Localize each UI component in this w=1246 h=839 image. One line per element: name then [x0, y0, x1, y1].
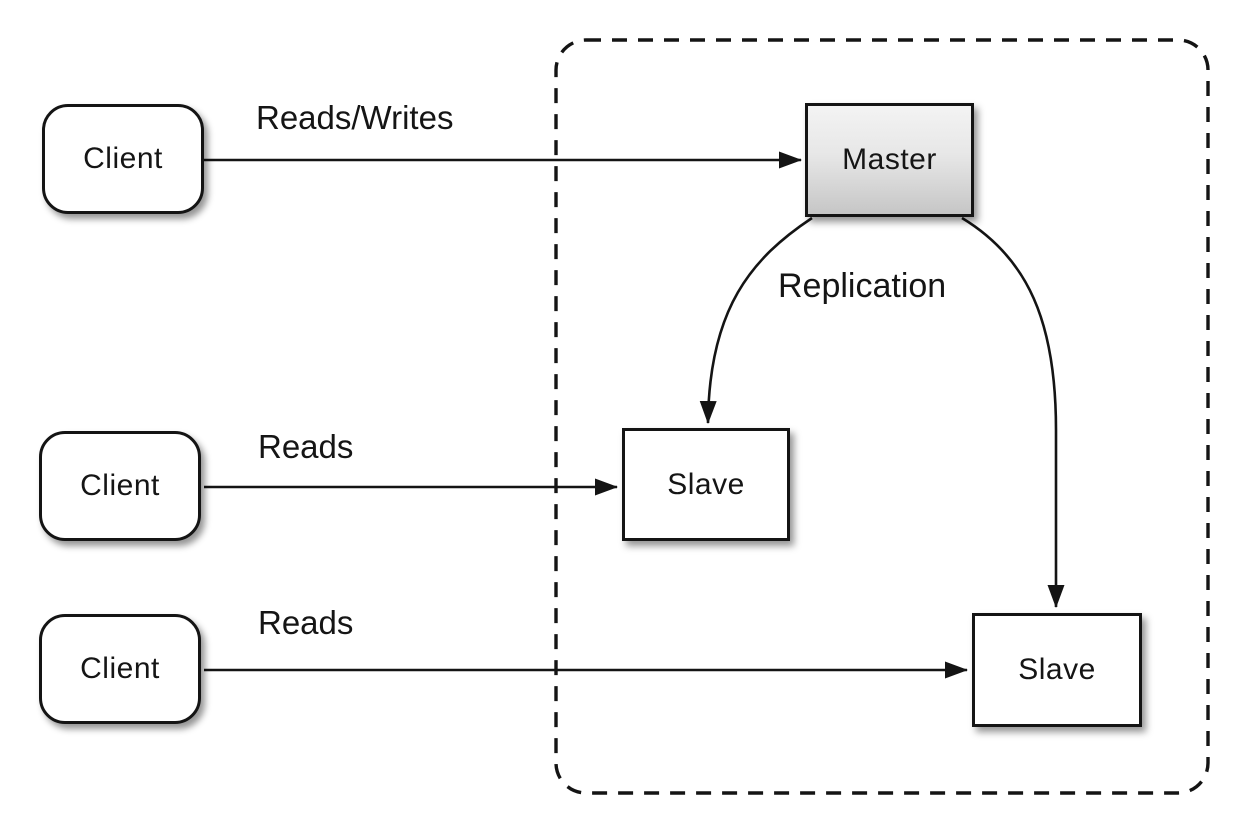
slave-node-2: Slave — [972, 613, 1142, 727]
edge-label-reads-top: Reads — [258, 428, 354, 465]
master-node: Master — [805, 103, 974, 217]
client-node-1: Client — [42, 104, 204, 214]
replication-cluster-border — [554, 38, 1210, 795]
client-node-1-label: Client — [83, 142, 163, 175]
client-node-3: Client — [39, 614, 201, 724]
arrow-replication-master-to-slave1 — [699, 216, 813, 424]
edge-label-replication: Replication — [778, 267, 947, 305]
slave-node-1-label: Slave — [667, 467, 745, 501]
edge-label-reads-writes: Reads/Writes — [256, 99, 454, 136]
slave-node-1: Slave — [622, 428, 790, 541]
client-node-2-label: Client — [80, 469, 160, 502]
slave-node-2-label: Slave — [1018, 653, 1096, 686]
edge-label-reads-bottom: Reads — [258, 604, 354, 641]
arrow-replication-master-to-slave2 — [961, 216, 1065, 608]
client-node-3-label: Client — [80, 652, 160, 685]
master-node-label: Master — [842, 143, 937, 176]
client-node-2: Client — [39, 431, 201, 541]
